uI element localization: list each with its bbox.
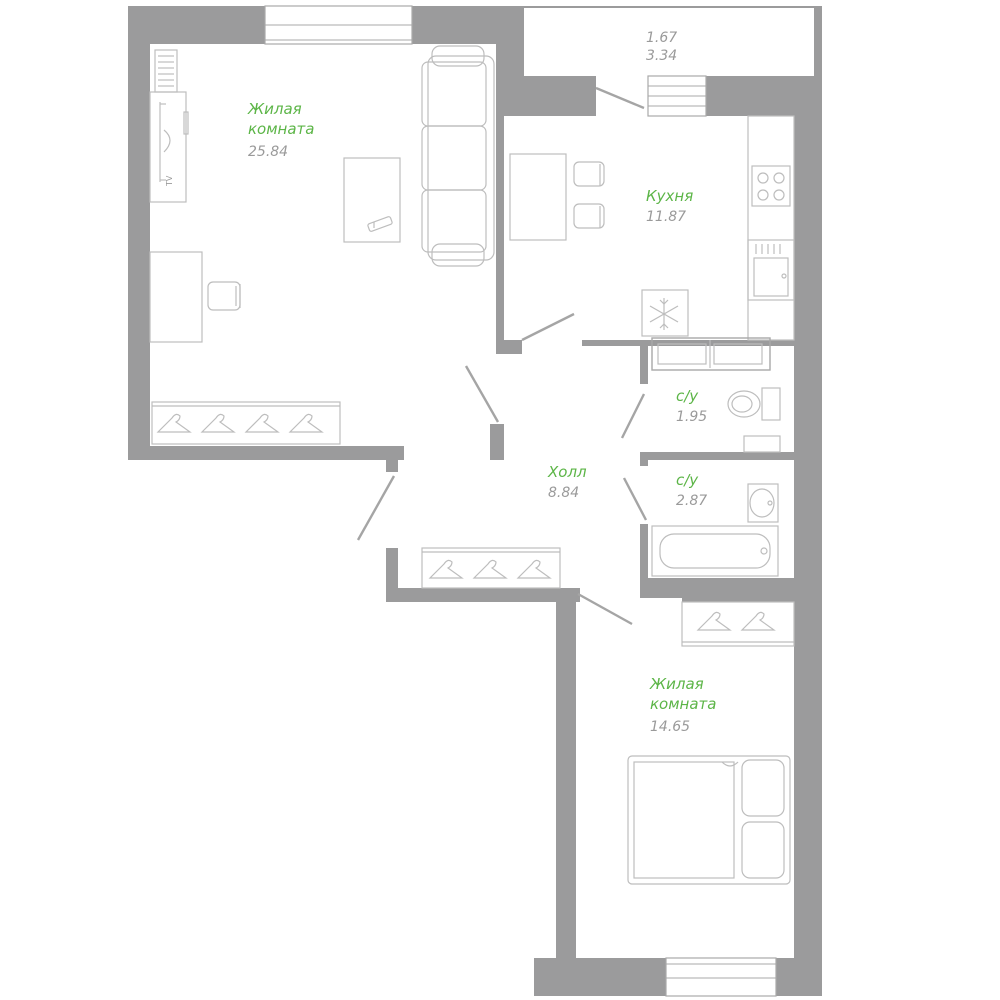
wall-kitchen-top (504, 76, 596, 116)
balcony-right (814, 6, 822, 116)
tv-stand: TV (149, 91, 189, 203)
door-bathroom-2 (622, 477, 648, 521)
balcony-area-1: 1.67 (646, 30, 677, 46)
wall-hall-bottom (386, 588, 576, 602)
bathroom-1-name: с/у (676, 387, 699, 405)
wall-kitchen-bottom (582, 340, 650, 346)
wall-living-bottom (128, 446, 404, 460)
window-kitchen (647, 75, 707, 117)
hanger-icon (696, 611, 732, 631)
wall-living2-left (556, 596, 576, 996)
radiator-icon (154, 49, 178, 93)
living-room-2-name-line1: Жилая (649, 675, 704, 693)
dining-table (509, 153, 567, 241)
wall-bath1-left-top (640, 340, 648, 384)
wall-bath-between (640, 452, 794, 460)
door-kitchen (521, 312, 575, 342)
sink-icon (747, 483, 779, 523)
balcony-area-2: 3.34 (646, 48, 677, 64)
living-room-1-furniture: TV (149, 45, 495, 445)
wall-bottom-right (776, 958, 822, 996)
hanger-icon (288, 413, 324, 433)
bathroom-1-furniture (727, 387, 781, 453)
balcony-rail-top (524, 6, 814, 8)
door-living-2 (577, 592, 633, 626)
remote-icon (367, 216, 393, 232)
toilet-icon (727, 387, 781, 421)
room-labels: 1.67 3.34 Жилая комната 25.84 Кухня 11.8… (247, 30, 716, 735)
windows (264, 5, 777, 997)
door-bathroom-1 (620, 393, 646, 439)
wall-bottom-left (534, 958, 666, 996)
chair-icon (573, 203, 605, 229)
living-room-2-name-line2: комната (650, 695, 716, 713)
door-balcony (595, 86, 645, 110)
kitchen-area: 11.87 (646, 209, 686, 225)
hanger-icon (472, 559, 508, 579)
wall-kitchen-bottom-left (496, 340, 522, 354)
wardrobe-living-2 (681, 601, 795, 647)
doors (356, 86, 648, 626)
living-room-1-area: 25.84 (248, 144, 288, 160)
living-room-2-area: 14.65 (650, 719, 690, 735)
wall-right (794, 76, 822, 996)
wall-kitchen-bottom-right (648, 340, 794, 346)
stove-icon (751, 165, 791, 207)
bathroom-1-area: 1.95 (676, 409, 707, 425)
kitchen-furniture (509, 115, 795, 371)
wall-living-bottom-stub (386, 446, 398, 472)
walls (128, 6, 822, 996)
door-entrance (356, 475, 396, 541)
bathroom-2-furniture (651, 483, 779, 577)
sofa-icon (421, 45, 495, 267)
hanger-icon (244, 413, 280, 433)
wall-living-kitchen (496, 44, 504, 354)
wall-bath2-left (640, 524, 648, 594)
bathtub-icon (651, 525, 779, 577)
kitchen-name: Кухня (646, 187, 693, 205)
wall-top-left (128, 6, 265, 44)
hanger-icon (156, 413, 192, 433)
chair-icon (573, 161, 605, 187)
wall-bath2-bottom (640, 578, 794, 598)
hall-wardrobe (421, 547, 561, 589)
snowflake-icon (641, 289, 689, 337)
window-living-1 (264, 5, 413, 45)
hanger-icon (428, 559, 464, 579)
bed-icon (627, 755, 791, 885)
wall-left (128, 6, 150, 460)
wall-living-door-stub (490, 424, 504, 460)
hall-name: Холл (547, 463, 587, 481)
window-living-2 (665, 957, 777, 997)
living-room-1-name-line2: комната (248, 120, 314, 138)
tv-label: TV (165, 175, 174, 187)
hanger-icon (200, 413, 236, 433)
living-room-2-furniture (627, 601, 795, 885)
kitchen-cabinets (651, 337, 771, 371)
living-room-1-name-line1: Жилая (247, 100, 302, 118)
wardrobe-living-1 (151, 401, 341, 445)
sink-icon (747, 239, 795, 301)
hanger-icon (516, 559, 552, 579)
hall-area: 8.84 (548, 485, 579, 501)
kitchen-counter (747, 115, 795, 341)
bathroom-2-area: 2.87 (676, 493, 707, 509)
hanger-icon (740, 611, 776, 631)
door-living-1 (464, 365, 500, 423)
wall-living2-top (682, 594, 794, 602)
chair-icon (207, 281, 241, 311)
coffee-table (343, 157, 401, 243)
desk (149, 251, 203, 343)
bathroom-2-name: с/у (676, 471, 699, 489)
bath1-shelf (743, 435, 781, 453)
